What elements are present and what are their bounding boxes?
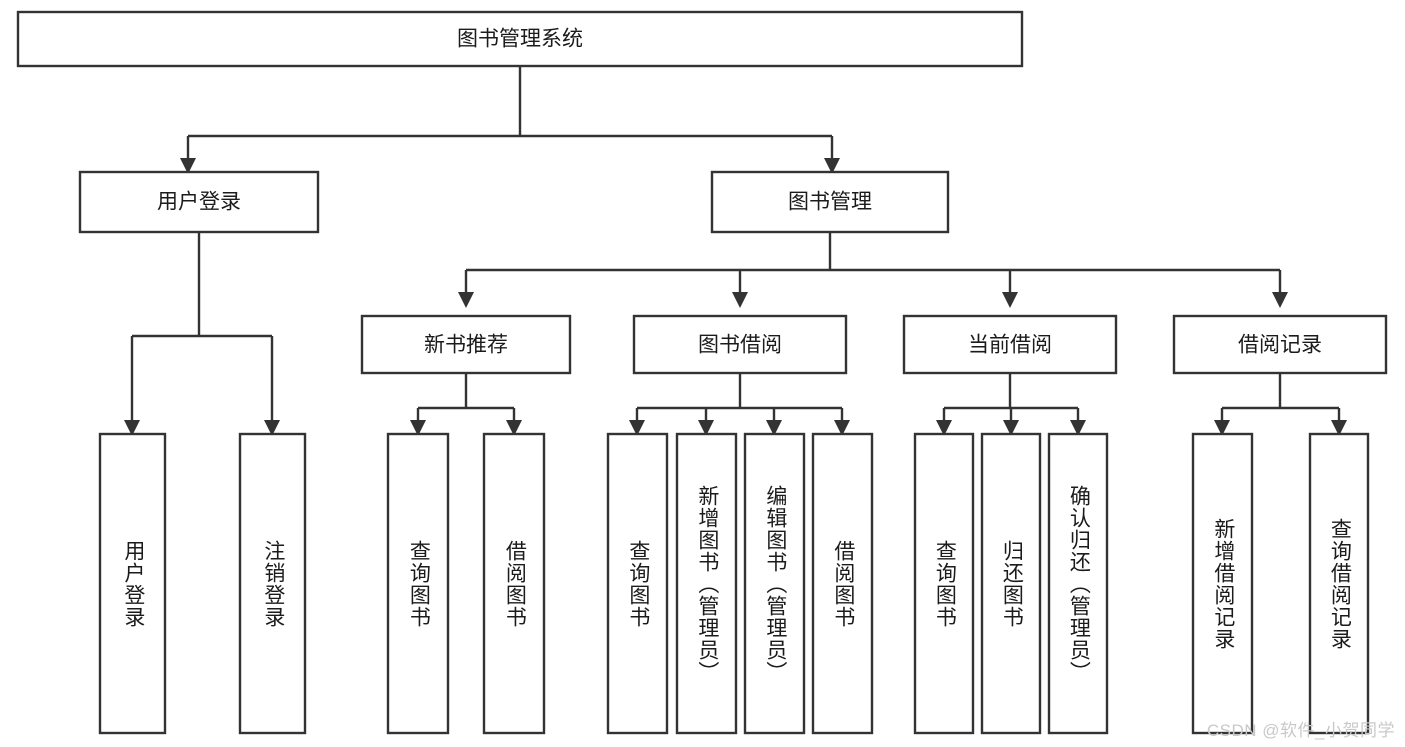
arrowhead-leaf-user-login xyxy=(124,420,140,436)
arrowhead-leaf-add-book xyxy=(698,420,714,436)
node-user-login-box[interactable] xyxy=(78,170,320,234)
csdn-watermark: CSDN @软件_小贺同学 xyxy=(1206,721,1395,740)
connector-group-user-login xyxy=(124,232,280,436)
node-book-borrow[interactable]: 图书借阅 xyxy=(632,314,848,375)
node-leaf-user-logout-box[interactable] xyxy=(238,432,307,735)
arrowhead-leaf-borrow-book-2 xyxy=(834,420,850,436)
node-user-login[interactable]: 用户登录 xyxy=(78,170,320,234)
leaf-boxes xyxy=(98,432,1370,735)
node-root-box[interactable] xyxy=(16,10,1024,68)
arrowhead-leaf-edit-book xyxy=(766,420,782,436)
node-leaf-query-book-2-box[interactable] xyxy=(606,432,669,735)
arrowhead-book-borrow xyxy=(732,292,748,308)
connector-group-book-borrow xyxy=(629,373,850,436)
node-borrow-record-box[interactable] xyxy=(1172,314,1388,375)
arrowhead-new-book-recommend xyxy=(458,292,474,308)
arrowhead-leaf-return-book xyxy=(1003,420,1019,436)
node-new-book-recommend-label: 新书推荐 xyxy=(424,334,508,357)
connector-group-new-book-recommend xyxy=(410,373,522,436)
node-new-book-recommend[interactable]: 新书推荐 xyxy=(360,314,572,375)
arrowhead-leaf-user-logout xyxy=(264,420,280,436)
arrowhead-leaf-query-book-3 xyxy=(936,420,952,436)
node-leaf-borrow-book-1-box[interactable] xyxy=(482,432,546,735)
arrowhead-user-login xyxy=(180,158,196,174)
node-leaf-query-book-1-box[interactable] xyxy=(386,432,450,735)
connector-group-root xyxy=(180,66,840,174)
node-root[interactable]: 图书管理系统 xyxy=(16,10,1024,68)
arrowhead-book-manage xyxy=(824,158,840,174)
node-book-manage-label: 图书管理 xyxy=(788,191,872,214)
connector-group-current-borrow xyxy=(936,373,1086,436)
node-borrow-record-label: 借阅记录 xyxy=(1238,334,1322,357)
node-new-book-recommend-box[interactable] xyxy=(360,314,572,375)
node-book-borrow-box[interactable] xyxy=(632,314,848,375)
node-book-manage-box[interactable] xyxy=(710,170,950,234)
node-leaf-confirm-return-box[interactable] xyxy=(1047,432,1109,735)
node-current-borrow-box[interactable] xyxy=(902,314,1118,375)
node-current-borrow[interactable]: 当前借阅 xyxy=(902,314,1118,375)
arrowhead-current-borrow xyxy=(1002,292,1018,308)
arrowhead-leaf-add-record xyxy=(1214,420,1230,436)
node-leaf-add-record-box[interactable] xyxy=(1191,432,1254,735)
node-book-manage[interactable]: 图书管理 xyxy=(710,170,950,234)
arrowhead-borrow-record xyxy=(1272,292,1288,308)
connector-group-book-manage xyxy=(458,232,1288,308)
arrowhead-leaf-confirm-return xyxy=(1070,420,1086,436)
node-user-login-label: 用户登录 xyxy=(157,191,241,214)
node-leaf-edit-book-box[interactable] xyxy=(743,432,806,735)
node-root-label: 图书管理系统 xyxy=(457,28,583,51)
node-leaf-borrow-book-2-box[interactable] xyxy=(811,432,874,735)
node-leaf-return-book-box[interactable] xyxy=(980,432,1042,735)
node-current-borrow-label: 当前借阅 xyxy=(968,334,1052,357)
node-leaf-add-book-box[interactable] xyxy=(675,432,738,735)
node-book-borrow-label: 图书借阅 xyxy=(698,334,782,357)
arrowhead-leaf-query-record xyxy=(1331,420,1347,436)
arrowhead-leaf-query-book-2 xyxy=(629,420,645,436)
arrowhead-leaf-query-book-1 xyxy=(410,420,426,436)
connector-group-borrow-record xyxy=(1214,373,1347,436)
node-leaf-user-login-box[interactable] xyxy=(98,432,167,735)
node-leaf-query-record-box[interactable] xyxy=(1308,432,1370,735)
node-borrow-record[interactable]: 借阅记录 xyxy=(1172,314,1388,375)
arrowhead-leaf-borrow-book-1 xyxy=(506,420,522,436)
node-leaf-query-book-3-box[interactable] xyxy=(913,432,975,735)
